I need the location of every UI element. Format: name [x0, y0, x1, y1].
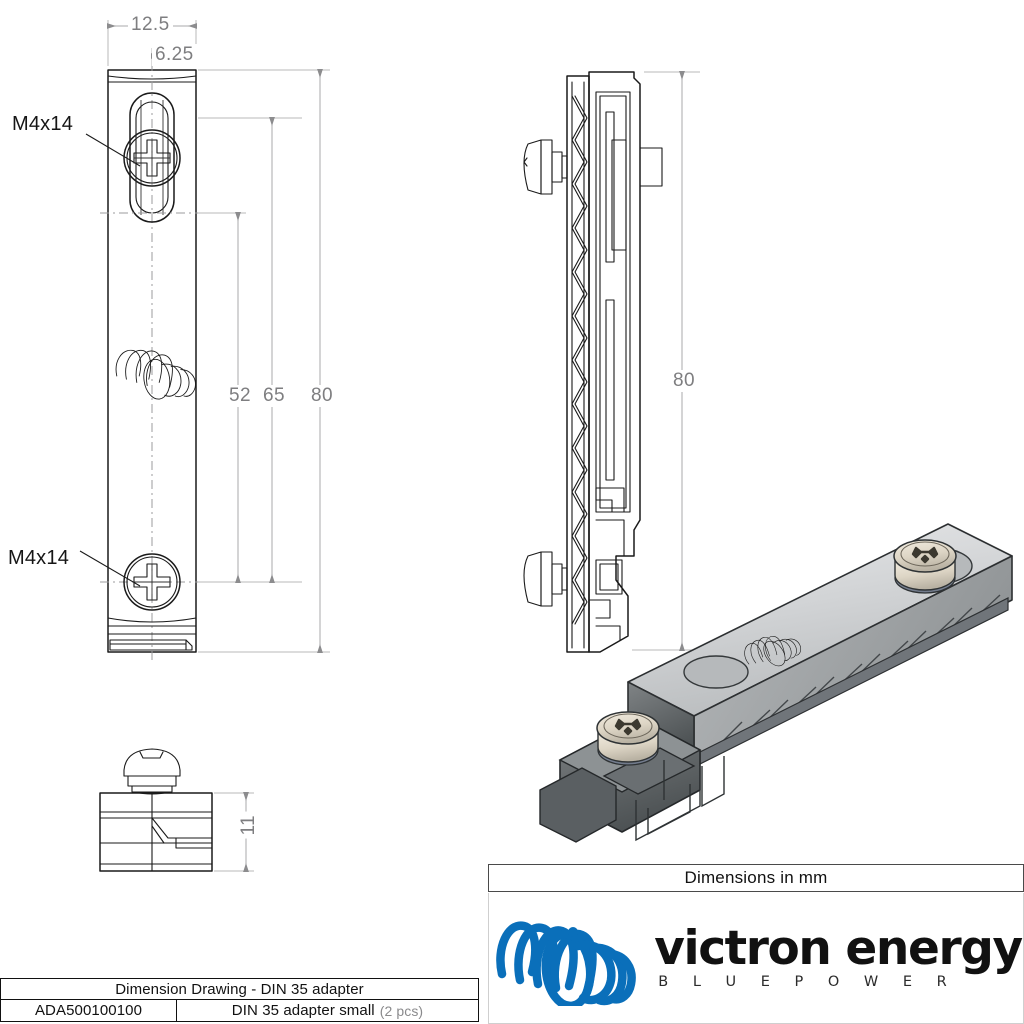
part-number: ADA500100100 [34, 1002, 143, 1019]
logo-panel: victron energy B L U E P O W E R [488, 893, 1024, 1024]
dimension-width-half: 6.25 [152, 44, 197, 66]
dimension-side-length: 80 [670, 370, 698, 392]
dimension-hole-spacing: 52 [226, 385, 254, 407]
drawing-title: Dimension Drawing - DIN 35 adapter [115, 980, 364, 998]
part-number-cell: ADA500100100 [1, 1000, 177, 1021]
title-block: Dimension Drawing - DIN 35 adapter ADA50… [0, 978, 479, 1022]
brand-name: victron energy [654, 920, 1023, 976]
victron-swirl-icon [496, 921, 637, 1006]
screw-head-3d-top [893, 539, 957, 594]
title-block-title-row: Dimension Drawing - DIN 35 adapter [1, 979, 478, 1000]
isometric-view [539, 523, 1013, 843]
side-view [523, 71, 700, 653]
screw-head-3d-bottom [596, 711, 660, 766]
units-note: Dimensions in mm [684, 868, 828, 887]
bottom-view [99, 748, 254, 872]
dimension-depth: 11 [238, 812, 260, 839]
dimension-mid-length: 65 [260, 385, 288, 407]
units-note-box: Dimensions in mm [488, 864, 1024, 892]
dimension-overall-length: 80 [308, 385, 336, 407]
embossed-logo-3d [744, 636, 802, 667]
part-description: DIN 35 adapter small [231, 1002, 375, 1019]
dimension-width-total: 12.5 [128, 14, 173, 36]
part-quantity: (2 pcs) [379, 1002, 424, 1019]
brand-tagline: B L U E P O W E R [658, 974, 957, 991]
description-cell: DIN 35 adapter small (2 pcs) [177, 1000, 478, 1021]
callout-screw-bottom: M4x14 [8, 547, 70, 569]
victron-wordmark: victron energy B L U E P O W E R [654, 920, 1023, 991]
title-block-detail-row: ADA500100100 DIN 35 adapter small (2 pcs… [1, 1000, 478, 1021]
embossed-logo-front [115, 349, 196, 400]
front-view [79, 20, 330, 660]
callout-screw-top: M4x14 [12, 113, 74, 135]
